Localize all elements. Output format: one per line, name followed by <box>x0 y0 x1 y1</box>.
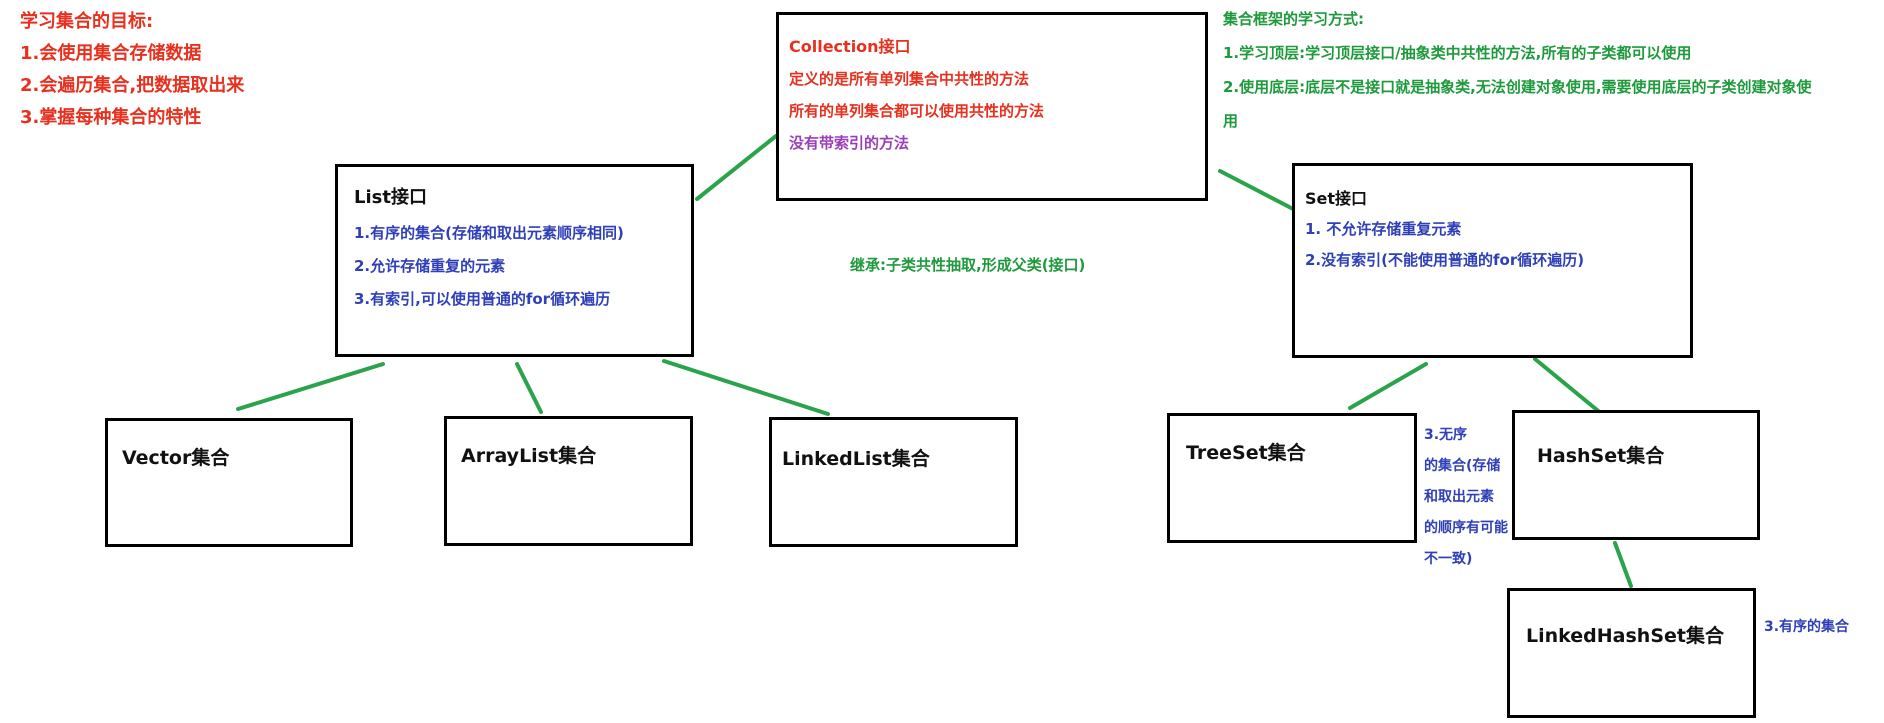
set-feature: 2.没有索引(不能使用普通的for循环遍历) <box>1305 251 1585 269</box>
inheritance-note: 继承:子类共性抽取,形成父类(接口) <box>850 256 1086 274</box>
list-title: List接口 <box>354 187 427 208</box>
linkedhashset-ordered-note: 3.有序的集合 <box>1764 619 1850 635</box>
connector-set-to-treeset <box>1348 362 1428 410</box>
vector-class-label: Vector集合 <box>122 447 230 469</box>
list-feature: 2.允许存储重复的元素 <box>354 257 506 275</box>
set-interface-box: Set接口 1. 不允许存储重复元素 2.没有索引(不能使用普通的for循环遍历… <box>1292 163 1693 358</box>
hashset-note-line: 3.无序 <box>1424 427 1468 443</box>
framework-study-notes: 集合框架的学习方式: 1.学习顶层:学习顶层接口/抽象类中共性的方法,所有的子类… <box>1223 2 1812 138</box>
hashset-note-line: 不一致) <box>1424 551 1473 567</box>
learning-goal-item: 3.掌握每种集合的特性 <box>20 107 202 128</box>
connector-list-to-collection <box>695 134 778 201</box>
framework-study-item: 1.学习顶层:学习顶层接口/抽象类中共性的方法,所有的子类都可以使用 <box>1223 44 1692 62</box>
connector-set-to-hashset <box>1533 357 1610 421</box>
treeset-class-box: TreeSet集合 <box>1167 413 1417 543</box>
connector-set-to-collection <box>1218 169 1299 213</box>
framework-study-item: 用 <box>1223 112 1239 130</box>
linkedlist-class-label: LinkedList集合 <box>782 448 930 470</box>
connector-list-to-arraylist <box>515 362 543 414</box>
treeset-class-label: TreeSet集合 <box>1186 442 1306 464</box>
set-title: Set接口 <box>1305 189 1368 208</box>
framework-study-item: 2.使用底层:底层不是接口就是抽象类,无法创建对象使用,需要使用底层的子类创建对… <box>1223 78 1812 96</box>
linkedhashset-class-label: LinkedHashSet集合 <box>1526 625 1724 647</box>
set-feature: 1. 不允许存储重复元素 <box>1305 220 1462 238</box>
list-feature: 1.有序的集合(存储和取出元素顺序相同) <box>354 224 624 242</box>
collection-title: Collection接口 <box>789 37 911 56</box>
linkedlist-class-box: LinkedList集合 <box>769 417 1018 547</box>
hashset-note-line: 的顺序有可能 <box>1424 520 1508 536</box>
hashset-class-box: HashSet集合 <box>1512 410 1760 540</box>
list-feature: 3.有索引,可以使用普通的for循环遍历 <box>354 290 611 308</box>
learning-goals-heading: 学习集合的目标: <box>20 11 154 32</box>
hashset-class-label: HashSet集合 <box>1537 445 1665 467</box>
hashset-unordered-note: 3.无序 的集合(存储 和取出元素 的顺序有可能 不一致) <box>1424 420 1508 575</box>
collection-interface-box: Collection接口 定义的是所有单列集合中共性的方法 所有的单列集合都可以… <box>776 12 1208 201</box>
linkedhashset-class-box: LinkedHashSet集合 <box>1507 588 1756 718</box>
hashset-note-line: 和取出元素 <box>1424 489 1494 505</box>
connector-list-to-linkedlist <box>662 359 830 416</box>
collection-description: 所有的单列集合都可以使用共性的方法 <box>789 102 1045 120</box>
collection-description: 定义的是所有单列集合中共性的方法 <box>789 70 1030 88</box>
hashset-note-line: 的集合(存储 <box>1424 458 1501 474</box>
list-interface-box: List接口 1.有序的集合(存储和取出元素顺序相同) 2.允许存储重复的元素 … <box>335 164 694 357</box>
learning-goals: 学习集合的目标: 1.会使用集合存储数据 2.会遍历集合,把数据取出来 3.掌握… <box>20 6 244 134</box>
vector-class-box: Vector集合 <box>105 418 353 547</box>
framework-study-heading: 集合框架的学习方式: <box>1223 10 1364 28</box>
learning-goal-item: 1.会使用集合存储数据 <box>20 43 202 64</box>
arraylist-class-label: ArrayList集合 <box>461 445 597 467</box>
connector-list-to-vector <box>236 362 385 411</box>
learning-goal-item: 2.会遍历集合,把数据取出来 <box>20 75 245 96</box>
connector-hashset-to-linkedhashset <box>1613 541 1633 588</box>
arraylist-class-box: ArrayList集合 <box>444 416 693 546</box>
collection-no-index-note: 没有带索引的方法 <box>789 134 910 152</box>
